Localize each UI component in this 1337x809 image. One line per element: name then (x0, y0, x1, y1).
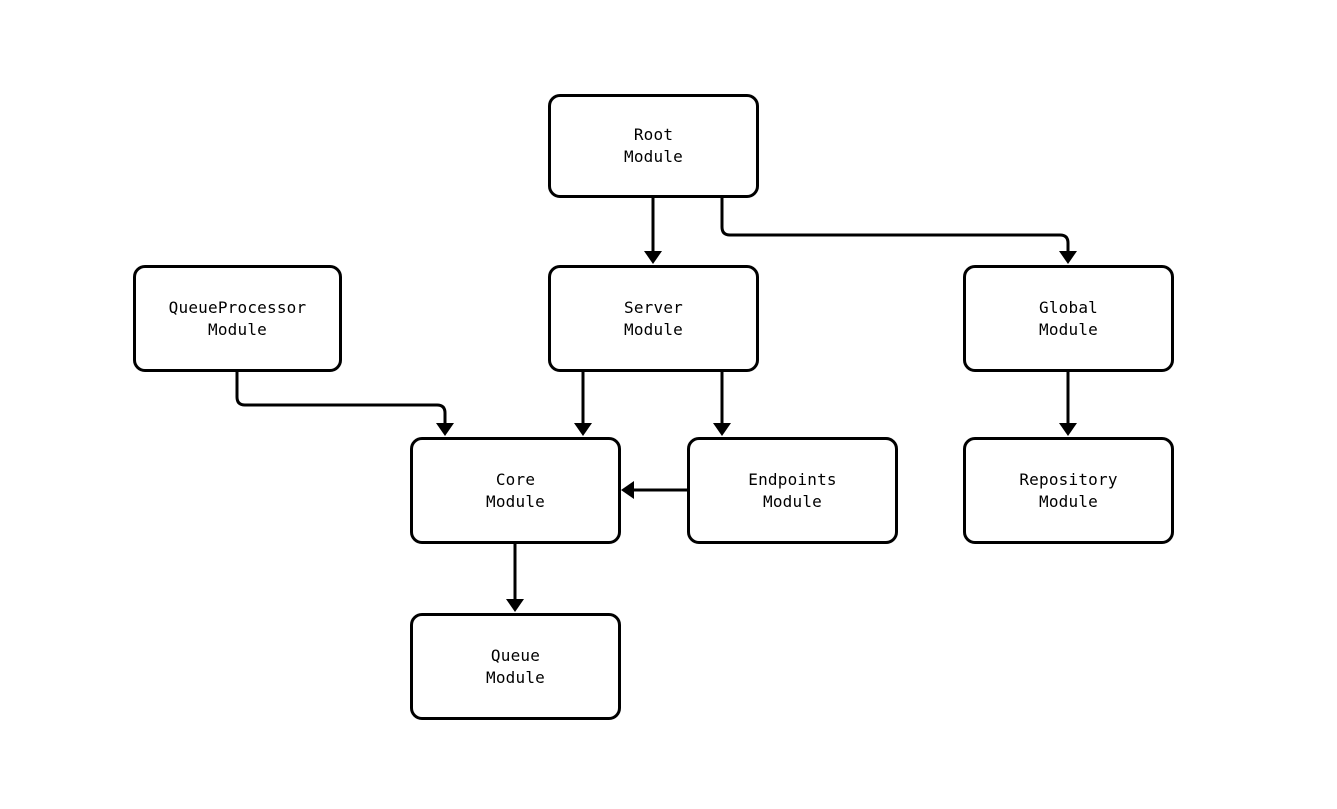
node-endpoints-module-label: Endpoints Module (748, 469, 837, 511)
node-endpoints-module[interactable]: Endpoints Module (687, 437, 898, 544)
node-global-module-label: Global Module (1039, 297, 1098, 339)
node-core-module-label: Core Module (486, 469, 545, 511)
arrowhead-root-global (1059, 251, 1077, 264)
node-global-module[interactable]: Global Module (963, 265, 1174, 372)
arrowhead-endpoints-core (621, 481, 634, 499)
arrowhead-server-core (574, 423, 592, 436)
arrowhead-root-server (644, 251, 662, 264)
node-queueprocessor-module[interactable]: QueueProcessor Module (133, 265, 342, 372)
node-repository-module-label: Repository Module (1019, 469, 1118, 511)
node-repository-module[interactable]: Repository Module (963, 437, 1174, 544)
node-server-module[interactable]: Server Module (548, 265, 759, 372)
node-queue-module-label: Queue Module (486, 645, 545, 687)
edge-queueprocessor-core (235, 372, 447, 426)
arrowhead-global-repository (1059, 423, 1077, 436)
node-queueprocessor-module-label: QueueProcessor Module (168, 297, 307, 339)
arrowhead-server-endpoints (713, 423, 731, 436)
arrowhead-core-queue (506, 599, 524, 612)
node-core-module[interactable]: Core Module (410, 437, 621, 544)
node-server-module-label: Server Module (624, 297, 683, 339)
arrowhead-queueprocessor-core (436, 423, 454, 436)
node-root-module-label: Root Module (624, 125, 683, 166)
edge-root-global (720, 198, 1070, 254)
node-root-module[interactable]: Root Module (548, 94, 759, 198)
node-queue-module[interactable]: Queue Module (410, 613, 621, 720)
